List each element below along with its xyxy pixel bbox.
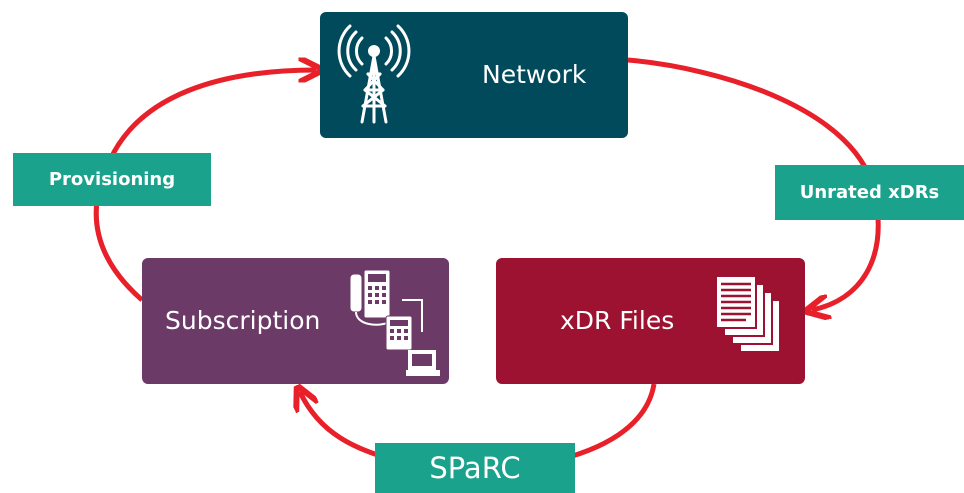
- sparc-label: SPaRC: [375, 443, 575, 493]
- network-node: Network: [320, 12, 628, 138]
- phone-and-computer-icon: [349, 269, 440, 376]
- documents-stack-icon: [715, 275, 781, 353]
- unrated-xdrs-label: Unrated xDRs: [775, 165, 964, 220]
- subscription-node: Subscription: [142, 258, 449, 384]
- xdr-files-node: xDR Files: [496, 258, 805, 384]
- xdr-files-label: xDR Files: [560, 306, 675, 335]
- antenna-tower-icon: [337, 24, 411, 124]
- subscription-label: Subscription: [165, 306, 321, 335]
- provisioning-label: Provisioning: [13, 153, 211, 206]
- network-label: Network: [482, 60, 587, 89]
